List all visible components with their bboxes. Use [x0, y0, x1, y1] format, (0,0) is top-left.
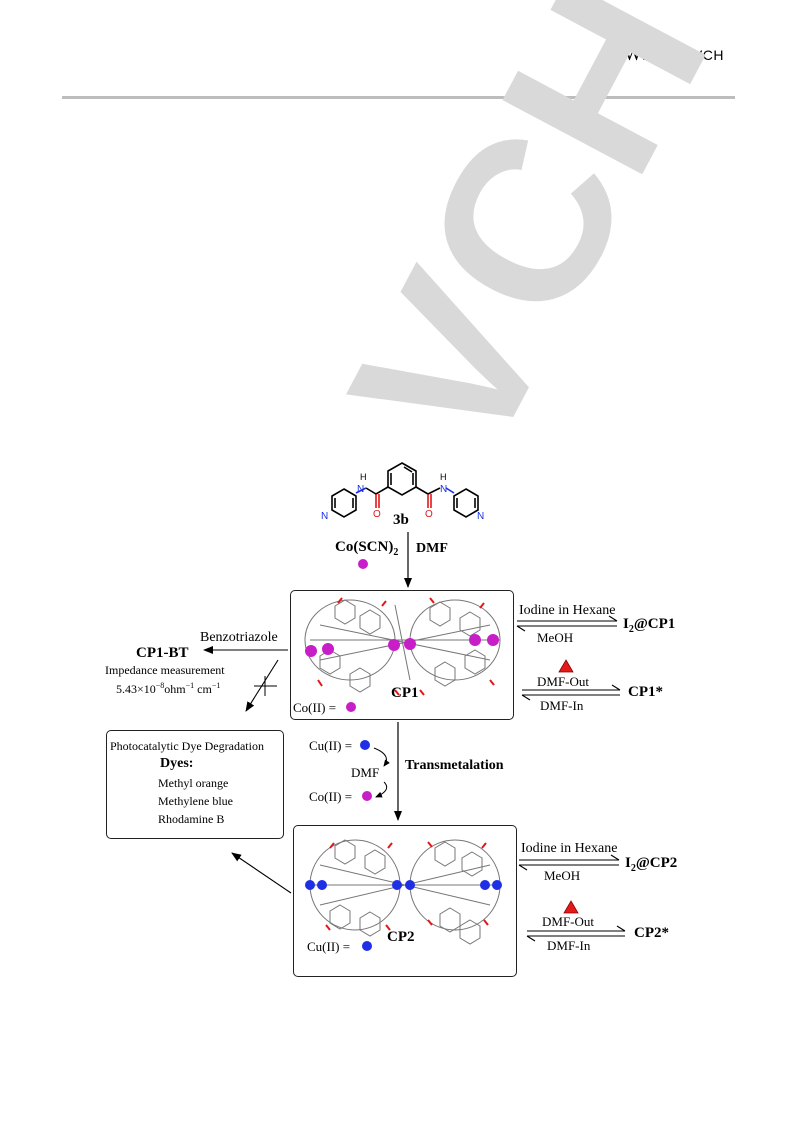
ligand-n-pyr-left: N [321, 511, 329, 522]
bt-value: 5.43×10−8ohm−1 cm−1 [116, 681, 221, 696]
ligand-3b-structure [331, 462, 479, 518]
cp2-copper-atoms [305, 880, 502, 890]
bt-reagent: Benzotriazole [200, 630, 278, 645]
bt-unit2-exp: −1 [211, 681, 221, 690]
tm-solvent: DMF [351, 765, 380, 780]
cp1-oxygen-marks [317, 597, 495, 696]
cp1-dmf-out: DMF-Out [537, 674, 590, 689]
cp2-label: CP2 [387, 929, 415, 945]
cp1-star: CP1* [628, 684, 663, 700]
cp1-label: CP1 [391, 685, 419, 701]
i2cp1-suffix: @CP1 [633, 616, 676, 632]
i2cp2-sub: 2 [630, 863, 636, 874]
ligand-o-right: O [425, 509, 433, 520]
bt-product: CP1-BT [136, 645, 189, 661]
i2cp1-prefix: I [623, 616, 629, 632]
dyes-title: Photocatalytic Dye Degradation [110, 739, 264, 753]
dye-item: Rhodamine B [158, 812, 225, 826]
cp2-panel [293, 825, 517, 977]
dyes-heading: Dyes: [160, 756, 194, 771]
cp1-heat-triangle [558, 659, 574, 673]
ligand-h-right: H [440, 472, 447, 482]
ligand-o-left: O [373, 509, 381, 520]
i2cp1-sub: 2 [628, 624, 634, 635]
ligand-n-right: N [440, 484, 448, 495]
publisher-logo: WILEY-VCH [624, 44, 724, 66]
dyes-box [106, 730, 284, 839]
cp1-legend-dot [346, 702, 356, 712]
tm-in-metal: Cu(II) = [309, 738, 353, 753]
dye-item: Methylene blue [158, 794, 233, 808]
solvent-dmf: DMF [416, 541, 448, 556]
cp1-iodine-product: I2@CP1 [623, 617, 675, 635]
i2cp2-prefix: I [625, 855, 631, 871]
cp2-legend-dot [362, 941, 372, 951]
logo-suffix: -VCH [687, 47, 724, 63]
header-rule [62, 96, 735, 99]
cp2-legend: Cu(II) = [307, 939, 351, 954]
cp2-iodine-back: MeOH [544, 868, 581, 883]
ligand-label: 3b [393, 512, 409, 528]
cp1-dmf-in: DMF-In [540, 698, 584, 713]
bt-unit1-exp: −1 [185, 681, 195, 690]
bt-mantissa: 5.43×10 [116, 682, 156, 696]
logo-main: WILEY [624, 44, 688, 65]
reagent-text: Co(SCN) [335, 539, 394, 555]
ligand-h-left: H [360, 472, 367, 482]
cp1-cobalt-atoms [305, 634, 499, 657]
cp1-framework [304, 599, 501, 693]
bt-unit2: cm [194, 682, 212, 696]
i2cp2-suffix: @CP2 [635, 855, 678, 871]
cp1-legend: Co(II) = [293, 700, 337, 715]
reagent-co-scn: Co(SCN)2 [335, 540, 398, 558]
cp2-dmf-in: DMF-In [547, 938, 591, 953]
bt-unit1: ohm [164, 682, 186, 696]
cp1-panel [290, 590, 514, 720]
cp2-star: CP2* [634, 925, 669, 941]
bt-exp: −8 [155, 681, 165, 690]
ligand-n-pyr-right: N [477, 511, 485, 522]
cp2-iodine-product: I2@CP2 [625, 856, 677, 874]
tm-out-metal: Co(II) = [309, 789, 353, 804]
ligand-n-left: N [357, 484, 365, 495]
cp1-iodine-back: MeOH [537, 630, 574, 645]
cp2-dmf-out: DMF-Out [542, 914, 595, 929]
reagent-sub: 2 [393, 547, 399, 558]
cp1-iodine-forward: Iodine in Hexane [519, 603, 616, 618]
dye-item: Methyl orange [158, 776, 229, 790]
cp2-iodine-forward: Iodine in Hexane [521, 841, 618, 856]
tm-label: Transmetalation [405, 758, 504, 773]
cp2-heat-triangle [563, 900, 579, 914]
cp2-oxygen-marks [325, 841, 489, 931]
bt-measurement: Impedance measurement [105, 663, 225, 677]
